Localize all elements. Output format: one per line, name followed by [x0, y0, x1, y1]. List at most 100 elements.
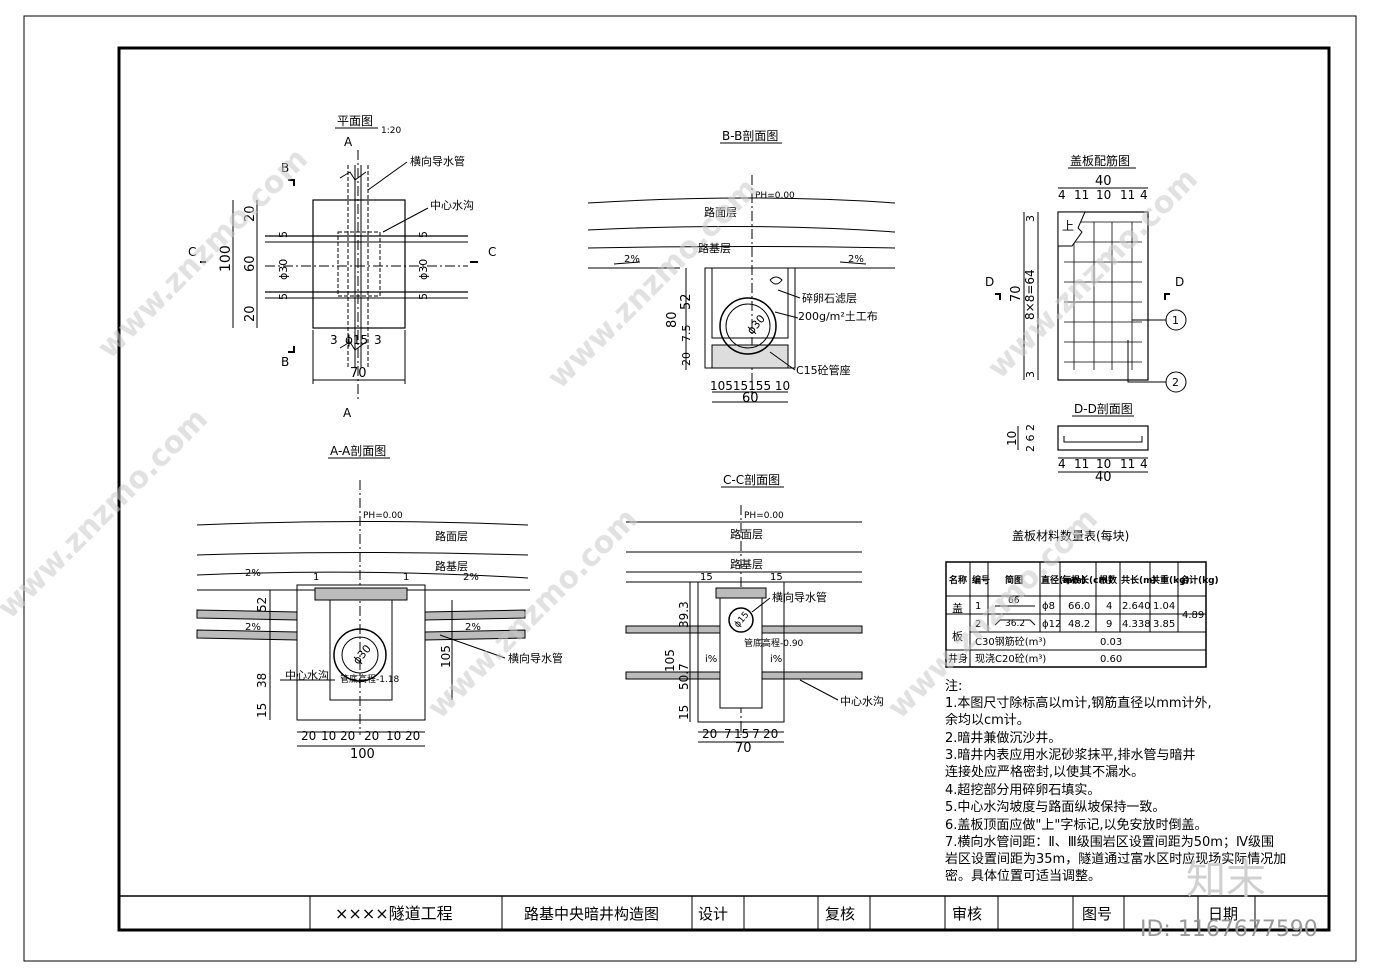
plan-dim-60: 60 — [243, 255, 258, 272]
td-r2-count: 9 — [1106, 619, 1112, 630]
cover-dim-3b: 3 — [1024, 371, 1037, 378]
watermark-site-4: www.znzmo.com — [0, 402, 215, 626]
cover-dim-70: 70 — [1009, 285, 1024, 302]
th-no: 编号 — [972, 574, 990, 586]
cc-15l: 15 — [700, 572, 713, 583]
bb-slope-r: 2% — [848, 254, 864, 265]
bb-pavement: 路面层 — [704, 206, 737, 219]
dd-dim-4a: 4 — [1058, 457, 1066, 471]
dd-dim-10b: 10 — [1096, 457, 1111, 471]
aa-dim-38: 38 — [255, 673, 269, 688]
plan-B-bot: B — [281, 355, 289, 369]
plan-dim-20a: 20 — [243, 205, 258, 222]
cc-i2: i% — [770, 654, 782, 665]
cover-callout-2: 2 — [1172, 376, 1179, 389]
plan-view: 平面图 1:20 A A B B C C 横向导水管 — [188, 114, 496, 420]
td-r1-len: 66.0 — [1068, 601, 1090, 612]
plan-dim-30a: ϕ30 — [277, 259, 290, 280]
bb-base: 路基层 — [698, 242, 731, 255]
aa-slope-l: 2% — [245, 568, 261, 579]
aa-dim-b20d: 20 — [405, 729, 420, 743]
td-r2-len: 48.2 — [1068, 619, 1090, 630]
aa-pipe-label: 横向导水管 — [508, 651, 563, 665]
aa-dim-52: 52 — [255, 597, 269, 612]
aa-slope-r2: 2% — [465, 622, 481, 633]
aa-dim-15: 15 — [255, 703, 269, 718]
bb-slope-l: 2% — [624, 254, 640, 265]
aa-slope-l2: 2% — [245, 622, 261, 633]
note-1a: 1.本图尺寸除标高以m计,钢筋直径以mm计外, — [945, 695, 1212, 711]
watermark-logo: 知末 — [1186, 857, 1266, 903]
plan-dim-3: 3 — [330, 333, 338, 347]
cc-ditch-label: 中心水沟 — [840, 695, 884, 708]
notes: 注: 1.本图尺寸除标高以m计,钢筋直径以mm计外, 余均以cm计。 2.暗井兼… — [945, 679, 1286, 884]
td-cover-2: 板 — [952, 629, 963, 643]
bb-fabric: 200g/m²土工布 — [798, 310, 878, 323]
aa-dim-100: 100 — [350, 747, 375, 762]
note-6: 6.盖板顶面应做"上"字标记,以免安放时倒盖。 — [945, 817, 1208, 833]
bb-section: B-B剖面图 PH=0.00 路面层 路基层 2% 2% ϕ30 碎卵石滤层 2… — [587, 129, 896, 406]
td-well-label: 现浇C20砼(m³) — [975, 652, 1046, 665]
plan-B-top: B — [281, 161, 289, 175]
aa-one-l: 1 — [313, 572, 319, 583]
plan-dim-3b: 3 — [374, 333, 382, 347]
dd-section: D-D剖面图 10 2 6 2 4 11 10 11 4 40 — [1005, 402, 1149, 485]
td-r2-twt: 3.85 — [1153, 619, 1175, 630]
td-r2-sketch: 36.2 — [1005, 619, 1025, 629]
cover-dim-4b: 4 — [1140, 188, 1148, 202]
bb-c15: C15砼管座 — [796, 363, 851, 377]
note-5: 5.中心水沟坡度与路面纵坡保持一致。 — [945, 799, 1165, 815]
note-4: 4.超挖部分用碎卵石填实。 — [945, 783, 1100, 798]
th-total-wt: 共重(kg) — [1151, 574, 1190, 586]
dd-dim-4b: 4 — [1140, 457, 1148, 471]
title-block: ××××隧道工程 路基中央暗井构造图 设计 复核 审核 图号 日期 — [119, 895, 1329, 930]
plan-dim-70: 70 — [350, 366, 367, 381]
design-label: 设计 — [698, 905, 728, 923]
cc-dim-70: 70 — [735, 741, 752, 756]
bb-dim-60: 60 — [742, 391, 759, 406]
th-dia: 直径(mm) — [1041, 574, 1086, 586]
cc-dim-b7b: 7 — [752, 727, 760, 741]
aa-ditch-label: 中心水沟 — [285, 669, 329, 682]
cc-dim-50-7: 50.7 — [677, 663, 691, 690]
cc-dim-105: 105 — [663, 649, 677, 672]
td-c30-value: 0.03 — [1100, 637, 1122, 648]
note-2: 2.暗井兼做沉沙井。 — [945, 731, 1061, 746]
aa-section: A-A剖面图 PH=0.00 路面层 路基层 2% 2% 2% 2% ϕ30 1… — [196, 444, 563, 762]
note-7a: 7.横向水管间距：Ⅱ、Ⅲ级围岩区设置间距为50m；Ⅳ级围 — [945, 834, 1274, 850]
dd-dim-262: 2 6 2 — [1024, 424, 1037, 452]
project-name: ××××隧道工程 — [335, 904, 453, 923]
bb-dim-7-5: 7.5 — [680, 325, 693, 343]
bb-dia: ϕ30 — [744, 312, 768, 337]
aa-slope-r: 2% — [463, 572, 479, 583]
plan-dim-5b: 5 — [277, 293, 290, 300]
cover-dim-11b: 11 — [1120, 188, 1135, 202]
aa-dim-b20c: 20 — [364, 729, 379, 743]
plan-dim-20b: 20 — [243, 305, 258, 322]
td-r2-no: 2 — [975, 619, 981, 630]
cc-pavement: 路面层 — [730, 528, 763, 541]
th-sketch: 简图 — [1005, 574, 1023, 586]
plan-dim-5c: 5 — [417, 231, 430, 238]
cover-dim-3a: 3 — [1024, 215, 1037, 222]
td-cover-1: 盖 — [952, 601, 963, 615]
number-label: 图号 — [1082, 905, 1112, 923]
th-name: 名称 — [949, 574, 967, 586]
outer-frame — [23, 15, 1357, 962]
cc-dim-b20b: 20 — [763, 727, 778, 741]
note-3b: 连接处应严格密封,以使其不漏水。 — [945, 764, 1144, 780]
cover-dim-10: 10 — [1096, 188, 1111, 202]
plan-title: 平面图 — [337, 114, 373, 128]
td-r1-twt: 1.04 — [1153, 601, 1175, 612]
plan-dim-5d: 5 — [417, 293, 430, 300]
cover-dim-8x8: 8×8=64 — [1023, 269, 1037, 320]
aa-pavement: 路面层 — [435, 530, 468, 543]
bb-gravel: 碎卵石滤层 — [802, 291, 857, 305]
cover-D-right: D — [1175, 275, 1184, 289]
aa-title: A-A剖面图 — [330, 444, 386, 458]
cc-dim-b15: 15 — [734, 727, 749, 741]
cover-up-mark: 上 — [1062, 219, 1074, 233]
cc-base: 路基层 — [730, 558, 763, 571]
th-total-len: 共长(m) — [1121, 574, 1157, 586]
th-count: 根数 — [1099, 574, 1118, 586]
